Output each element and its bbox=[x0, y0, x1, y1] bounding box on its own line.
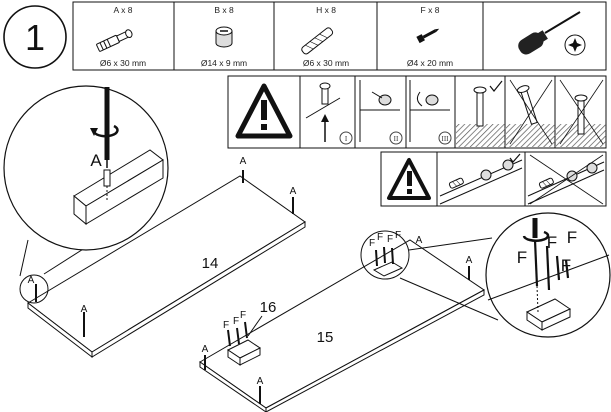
panel-14-label: 14 bbox=[202, 255, 219, 272]
roman-step-3: III bbox=[442, 135, 450, 143]
part-a-marker: A bbox=[90, 151, 102, 170]
part-f-marker: F bbox=[561, 256, 571, 275]
part-f-marker: F bbox=[233, 316, 239, 327]
panel-14: 14 A A A A bbox=[27, 156, 306, 359]
part-f-marker: F bbox=[517, 248, 527, 267]
correct-depth-example bbox=[456, 80, 505, 147]
part-b-cell: B x 8 Ø14 x 9 mm bbox=[201, 5, 247, 68]
wrong-dowel-usage bbox=[527, 154, 605, 205]
insert-bolt-step: I bbox=[305, 82, 353, 145]
part-a-cell: A x 8 Ø6 x 30 mm bbox=[96, 5, 146, 68]
part-a-marker: A bbox=[416, 235, 423, 246]
position-cam-step: II bbox=[359, 80, 403, 145]
cross-icon bbox=[559, 79, 604, 145]
roman-step-2: II bbox=[394, 135, 399, 143]
warning-icon bbox=[387, 158, 431, 200]
checkmark-icon bbox=[489, 80, 503, 92]
part-a-marker: A bbox=[28, 275, 35, 286]
part-f-marker: F bbox=[567, 228, 577, 247]
part-f-marker: F bbox=[547, 233, 557, 252]
rotate-arrow-icon bbox=[522, 230, 550, 242]
part-a-size: Ø6 x 30 mm bbox=[100, 58, 146, 68]
part-f-name: F x 8 bbox=[421, 5, 440, 15]
part-f-marker: F bbox=[395, 230, 401, 241]
part-a-marker: A bbox=[257, 376, 264, 387]
part-16-block bbox=[372, 261, 404, 277]
cross-icon bbox=[509, 79, 553, 145]
part-f-marker: F bbox=[240, 310, 246, 321]
dowel-bolt-markers bbox=[35, 170, 294, 337]
tighten-cam-step: III bbox=[409, 80, 452, 145]
roman-step-1: I bbox=[345, 135, 348, 143]
part-a-name: A x 8 bbox=[114, 5, 133, 15]
part-f-cell: F x 8 Ø4 x 20 mm bbox=[407, 5, 453, 68]
dowel-bolt-icon bbox=[96, 29, 133, 52]
part-a-marker: A bbox=[290, 186, 297, 197]
correct-dowel-usage bbox=[439, 153, 523, 205]
part-a-marker: A bbox=[466, 255, 473, 266]
wooden-dowel-icon bbox=[301, 27, 334, 55]
warning-strip-2 bbox=[380, 151, 607, 207]
rotate-arrow-icon bbox=[92, 124, 119, 138]
cam-lock-icon bbox=[215, 26, 233, 48]
part-f-marker: F bbox=[387, 234, 393, 245]
cross-icon bbox=[529, 154, 604, 205]
zoom-callout-left: A bbox=[3, 85, 169, 304]
part-a-marker: A bbox=[202, 344, 209, 355]
part-h-name: H x 8 bbox=[316, 5, 336, 15]
zoom-callout-right: F F F F bbox=[399, 212, 611, 338]
part-a-marker: A bbox=[81, 304, 88, 315]
checkmark-icon bbox=[509, 153, 521, 163]
screw-icon bbox=[416, 28, 440, 44]
wrong-tilted-example bbox=[506, 79, 555, 147]
warning-strip-1: I II III bbox=[227, 75, 607, 149]
parts-header: A x 8 Ø6 x 30 mm B x 8 Ø14 x 9 bbox=[72, 1, 607, 71]
wrong-depth-example bbox=[556, 79, 606, 147]
panel-15-label: 15 bbox=[317, 329, 334, 346]
part-b-name: B x 8 bbox=[214, 5, 234, 15]
part-16-label: 16 bbox=[260, 299, 277, 316]
part-b-size: Ø14 x 9 mm bbox=[201, 58, 247, 68]
part-f-marker: F bbox=[369, 238, 375, 249]
screw-markers: F F F bbox=[223, 310, 248, 347]
warning-icon bbox=[235, 83, 293, 139]
part-h-size: Ø6 x 30 mm bbox=[303, 58, 349, 68]
step-number: 1 bbox=[25, 17, 45, 58]
step-badge: 1 bbox=[3, 5, 67, 69]
phillips-screwdriver-icon bbox=[518, 11, 586, 56]
part-h-cell: H x 8 Ø6 x 30 mm bbox=[301, 5, 349, 68]
part-a-marker: A bbox=[240, 156, 247, 167]
part-f-size: Ø4 x 20 mm bbox=[407, 58, 453, 68]
part-16-block bbox=[227, 339, 261, 366]
part-f-marker: F bbox=[377, 232, 383, 243]
part-f-marker: F bbox=[223, 320, 229, 331]
panel-15: 15 A A A A 16 F F F F F F F bbox=[199, 230, 485, 412]
